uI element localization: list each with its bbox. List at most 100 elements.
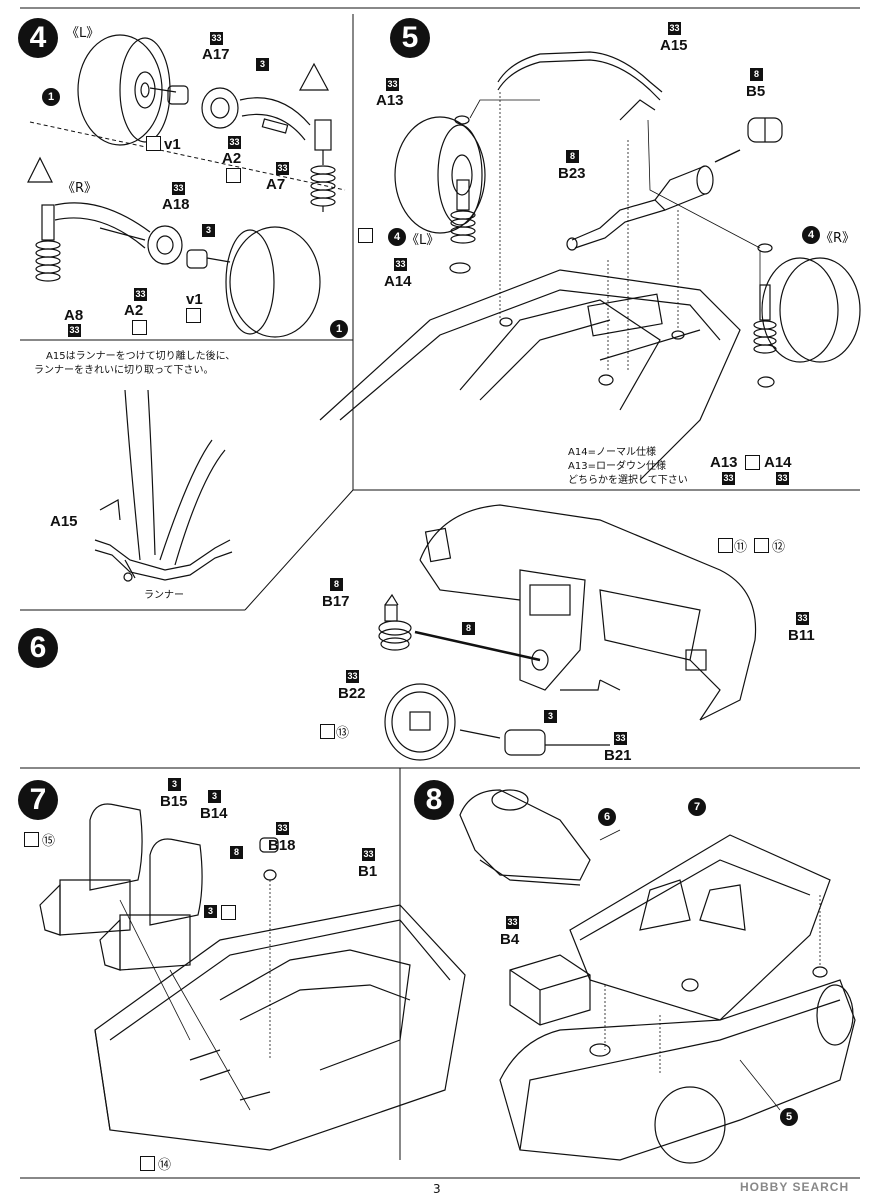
part-label-b22: B22 bbox=[338, 685, 366, 702]
cut-marker-icon bbox=[186, 308, 201, 323]
decal-number: ⑮ bbox=[42, 834, 56, 849]
step4-wheel-left-illustration bbox=[77, 34, 336, 212]
step4-wheel-right-illustration bbox=[27, 156, 321, 338]
part-label-b1: B1 bbox=[358, 863, 378, 880]
color-code-box: 33 bbox=[228, 136, 241, 149]
instruction-note: A13=ローダウン仕様 bbox=[568, 461, 666, 472]
part-label-a13: A13 bbox=[710, 454, 738, 471]
color-code-box: 3 bbox=[544, 710, 557, 723]
color-code-box: 33 bbox=[346, 670, 359, 683]
part-label-b5: B5 bbox=[746, 83, 766, 100]
instruction-note: A15はランナーをつけて切り離した後に、 bbox=[46, 351, 236, 362]
color-code-box: 33 bbox=[134, 288, 147, 301]
color-code-box: 33 bbox=[386, 78, 399, 91]
star-decal-icon bbox=[320, 724, 335, 739]
color-code-box: 8 bbox=[330, 578, 343, 591]
checker-decal-icon bbox=[754, 538, 769, 553]
page-number: 3 bbox=[433, 1182, 441, 1196]
part-ref-1: 1 bbox=[42, 88, 60, 106]
part-label-b23: B23 bbox=[558, 165, 586, 182]
watermark: HOBBY SEARCH bbox=[740, 1180, 850, 1194]
step8-final-assembly-illustration bbox=[459, 789, 856, 1164]
part-label-a18: A18 bbox=[162, 196, 190, 213]
star-decal-icon bbox=[140, 1156, 155, 1171]
star-decal-icon bbox=[718, 538, 733, 553]
cut-marker-icon bbox=[146, 136, 161, 151]
step-ref-4: 4 bbox=[388, 228, 406, 246]
step-number: 8 bbox=[414, 780, 454, 820]
color-code-box: 8 bbox=[750, 68, 763, 81]
color-code-box: 33 bbox=[668, 22, 681, 35]
instruction-note: A14=ノーマル仕様 bbox=[568, 447, 656, 458]
part-label-a14: A14 bbox=[384, 273, 412, 290]
checker-decal-icon bbox=[745, 455, 760, 470]
part-label-a2: A2 bbox=[222, 150, 242, 167]
part-label-b17: B17 bbox=[322, 593, 350, 610]
part-ref-1: 1 bbox=[330, 320, 348, 338]
color-code-box: 33 bbox=[362, 848, 375, 861]
part-label-b4: B4 bbox=[500, 931, 520, 948]
step-ref-6: 6 bbox=[598, 808, 616, 826]
color-code-box: 33 bbox=[210, 32, 223, 45]
side-label-left: 《L》 bbox=[406, 233, 440, 248]
step6-dashboard-illustration bbox=[378, 504, 757, 761]
decal-number: ⑫ bbox=[772, 540, 786, 555]
decal-number: ⑭ bbox=[158, 1158, 172, 1173]
color-code-box: 3 bbox=[204, 905, 217, 918]
part-label-a15: A15 bbox=[50, 513, 78, 530]
step-ref-4: 4 bbox=[802, 226, 820, 244]
color-code-box: 33 bbox=[614, 732, 627, 745]
part-label-a2: A2 bbox=[124, 302, 144, 319]
step4-runner-detail-illustration bbox=[94, 389, 233, 582]
step-number: 5 bbox=[390, 18, 430, 58]
part-label-a14: A14 bbox=[764, 454, 792, 471]
star-decal-icon bbox=[24, 832, 39, 847]
part-label-a8: A8 bbox=[64, 307, 84, 324]
color-code-box: 3 bbox=[256, 58, 269, 71]
color-code-box: 8 bbox=[230, 846, 243, 859]
checker-decal-icon bbox=[221, 905, 236, 920]
color-code-box: 8 bbox=[566, 150, 579, 163]
part-label-b15: B15 bbox=[160, 793, 188, 810]
step5-suspension-illustration bbox=[319, 51, 861, 481]
color-code-box: 3 bbox=[168, 778, 181, 791]
checker-decal-icon bbox=[358, 228, 373, 243]
color-code-box: 33 bbox=[796, 612, 809, 625]
color-code-box: 3 bbox=[202, 224, 215, 237]
side-label-left: 《L》 bbox=[66, 26, 100, 41]
cut-marker-icon bbox=[226, 168, 241, 183]
color-code-box: 3 bbox=[208, 790, 221, 803]
step-number: 6 bbox=[18, 628, 58, 668]
decal-number: ⑬ bbox=[336, 726, 350, 741]
side-label-right: 《R》 bbox=[820, 231, 856, 246]
step-number: 4 bbox=[18, 18, 58, 58]
step7-interior-illustration bbox=[39, 803, 466, 1151]
part-label-b21: B21 bbox=[604, 747, 632, 764]
part-label-v1: v1 bbox=[186, 291, 203, 308]
instruction-note: ランナーをきれいに切り取って下さい。 bbox=[34, 365, 214, 376]
color-code-box: 33 bbox=[394, 258, 407, 271]
part-label-a15: A15 bbox=[660, 37, 688, 54]
part-label-b11: B11 bbox=[788, 627, 815, 644]
cut-marker-icon bbox=[132, 320, 147, 335]
part-label-v1: v1 bbox=[164, 136, 181, 153]
part-label-a13: A13 bbox=[376, 92, 404, 109]
color-code-box: 33 bbox=[172, 182, 185, 195]
step-ref-7: 7 bbox=[688, 798, 706, 816]
side-label-right: 《R》 bbox=[62, 181, 98, 196]
color-code-box: 33 bbox=[722, 472, 735, 485]
decal-number: ⑪ bbox=[734, 540, 748, 555]
runner-label: ランナー bbox=[144, 590, 184, 601]
color-code-box: 33 bbox=[68, 324, 81, 337]
part-label-a7: A7 bbox=[266, 176, 286, 193]
step-number: 7 bbox=[18, 780, 58, 820]
part-label-b18: B18 bbox=[268, 837, 296, 854]
color-code-box: 33 bbox=[276, 162, 289, 175]
step-ref-5: 5 bbox=[780, 1108, 798, 1126]
color-code-box: 8 bbox=[462, 622, 475, 635]
part-label-b14: B14 bbox=[200, 805, 228, 822]
color-code-box: 33 bbox=[276, 822, 289, 835]
instruction-note: どちらかを選択して下さい bbox=[568, 475, 688, 486]
